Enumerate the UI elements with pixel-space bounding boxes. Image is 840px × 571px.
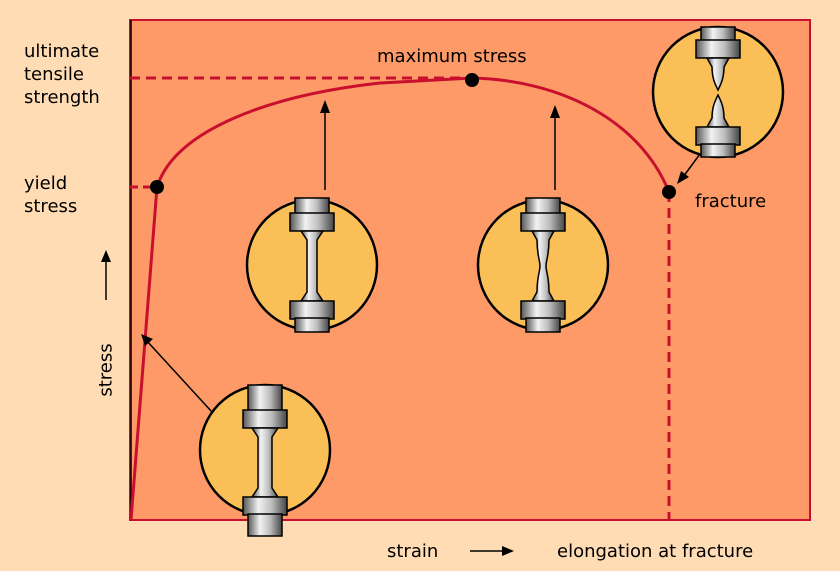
yield-point (150, 180, 164, 194)
maximum-stress-point (465, 73, 479, 87)
elongation-at-fracture-label: elongation at fracture (557, 541, 754, 562)
strain-axis-label: strain (387, 541, 439, 562)
fracture-label: fracture (695, 191, 767, 212)
stress-strain-curve (129, 76, 671, 521)
fracture-point (662, 185, 676, 199)
specimen-necking-icon (476, 197, 610, 333)
uts-label-line-2: tensile (24, 64, 84, 85)
uts-label-line-1: ultimate (24, 41, 100, 62)
yield-stress-label: yield stress (24, 172, 77, 218)
specimen-elastic-icon (198, 383, 332, 537)
stress-axis-label: stress (95, 343, 117, 397)
strain-axis-arrow (470, 546, 514, 556)
maximum-stress-label: maximum stress (377, 46, 527, 67)
yield-label-line-1: yield (24, 173, 68, 194)
stress-axis-arrow (101, 250, 111, 300)
yield-label-line-2: stress (24, 196, 78, 217)
ultimate-tensile-strength-label: ultimate tensile strength (24, 40, 100, 109)
uts-label-line-3: strength (24, 87, 100, 108)
specimen-fracture-icon (651, 25, 785, 159)
pointer-arrows (141, 100, 701, 413)
specimen-uniform-elongation-icon (245, 197, 379, 333)
